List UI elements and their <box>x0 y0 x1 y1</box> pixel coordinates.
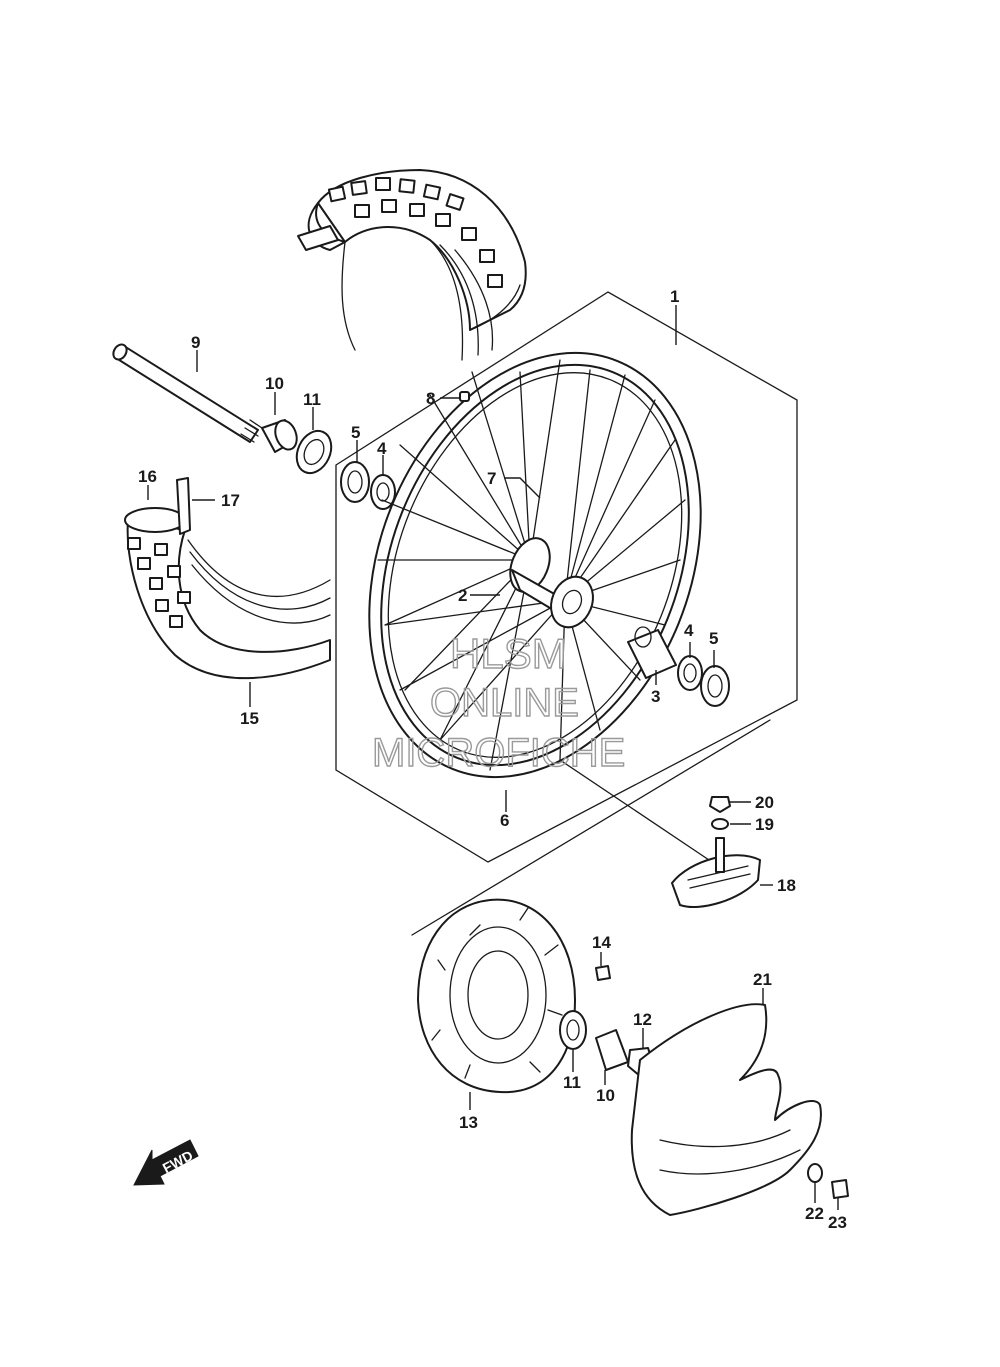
tire-top-illustration <box>297 169 527 361</box>
axle-illustration <box>112 343 263 443</box>
bearing-right <box>677 655 703 691</box>
watermark-line-3: MICROFICHE <box>372 731 625 775</box>
callout-15: 15 <box>240 709 259 728</box>
callout-16: 16 <box>138 467 157 486</box>
disc-bolt <box>595 965 611 981</box>
oil-seal-left <box>340 461 370 503</box>
callout-5-right: 5 <box>709 629 718 648</box>
callout-6: 6 <box>500 811 509 830</box>
callout-11-top: 11 <box>303 390 321 409</box>
fwd-direction-arrow: FWD <box>133 1139 199 1186</box>
disc-guard-illustration <box>630 1003 822 1216</box>
oil-seal-lower <box>559 1010 587 1050</box>
wheel-assembly-boundary <box>335 291 798 863</box>
callout-14: 14 <box>592 933 611 952</box>
callout-18: 18 <box>777 876 796 895</box>
callout-4-left: 4 <box>377 439 387 458</box>
callout-8: 8 <box>426 389 435 408</box>
wheel-rim-illustration <box>368 351 702 779</box>
callout-19: 19 <box>755 815 774 834</box>
watermark: HLSM ONLINE MICROFICHE <box>371 629 626 775</box>
axle-collar-illustration <box>261 419 298 453</box>
tire-side-illustration <box>124 477 331 680</box>
watermark-line-2: ONLINE <box>430 681 579 725</box>
callout-20: 20 <box>755 793 774 812</box>
spokes-illustration <box>377 359 686 771</box>
nut-20 <box>709 796 731 813</box>
callout-9: 9 <box>191 333 200 352</box>
callout-10-bottom: 10 <box>596 1086 615 1105</box>
oil-seal-right <box>700 665 730 707</box>
callout-23: 23 <box>828 1213 847 1232</box>
callout-17: 17 <box>221 491 240 510</box>
collar-lower <box>595 1029 629 1071</box>
wheel-hub-illustration <box>509 537 594 629</box>
callout-22: 22 <box>805 1204 824 1223</box>
callout-5-left: 5 <box>351 423 360 442</box>
washer-22 <box>807 1163 823 1183</box>
callout-2: 2 <box>458 586 467 605</box>
callout-13: 13 <box>459 1113 478 1132</box>
callout-3: 3 <box>651 687 660 706</box>
callout-21: 21 <box>753 970 772 989</box>
callout-12: 12 <box>633 1010 652 1029</box>
brake-disc-illustration <box>417 898 576 1094</box>
callout-7: 7 <box>487 469 496 488</box>
washer-19 <box>711 818 729 830</box>
callout-4-right: 4 <box>684 621 694 640</box>
oil-seal-illustration <box>295 429 333 475</box>
valve-nipple <box>459 391 470 402</box>
watermark-line-1: HLSM <box>450 630 567 677</box>
callout-1: 1 <box>670 287 679 306</box>
callout-11-bottom: 11 <box>563 1073 581 1092</box>
distance-collar <box>627 629 677 679</box>
rim-band-illustration <box>671 837 761 909</box>
guard-bolt <box>831 1179 849 1199</box>
callout-10-top: 10 <box>265 374 284 393</box>
